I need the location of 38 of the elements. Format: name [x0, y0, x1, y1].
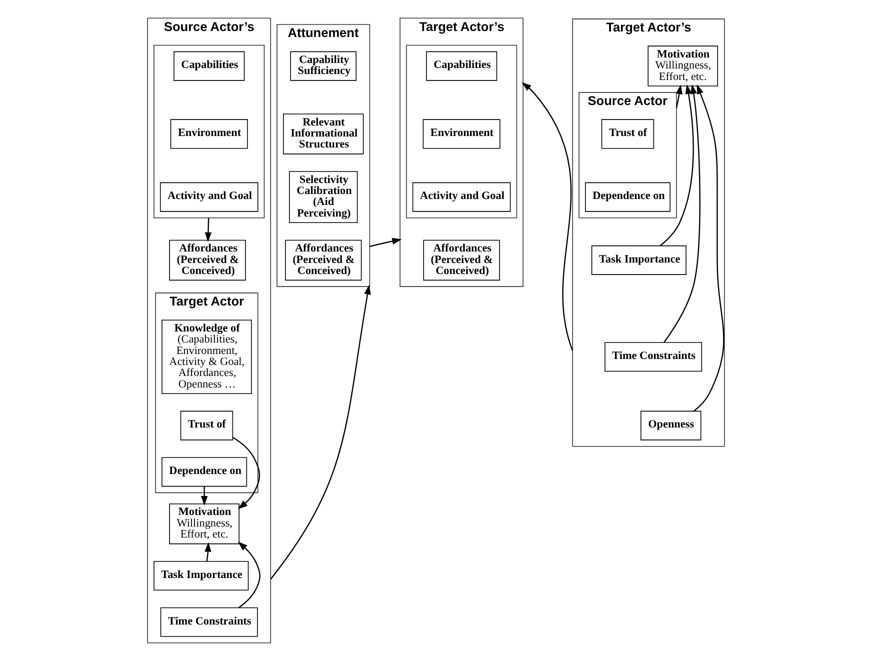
- node-box: Task Importance: [591, 245, 686, 275]
- arrow: [664, 84, 700, 343]
- node-box: Affordances (Perceived & Conceived): [423, 240, 500, 281]
- cluster: [406, 44, 518, 218]
- node-box: Motivation Willingness, Effort, etc.: [648, 46, 718, 86]
- arrow: [370, 238, 402, 248]
- node-box: Environment: [422, 119, 500, 149]
- arrow: [204, 218, 212, 242]
- arrow: [694, 84, 724, 412]
- node-box: Trust of: [601, 119, 654, 149]
- arrow: [200, 486, 208, 506]
- arrow: [676, 84, 683, 108]
- node-box: Affordances (Perceived & Conceived): [285, 240, 362, 281]
- node-box: Knowledge of (Capabilities, Environment, Activity & Goal, Affordances, Openness …: [162, 320, 252, 394]
- node-box: Trust of: [180, 410, 234, 440]
- node-box: Capabilities: [174, 51, 245, 81]
- arrow: [660, 84, 694, 246]
- node-box: Dependence on: [162, 457, 248, 487]
- node-box: Relevant Informational Structures: [283, 114, 364, 154]
- node-box: Activity and Goal: [160, 182, 258, 212]
- arrow: [232, 436, 260, 510]
- node-box: Capability Sufficiency: [290, 51, 356, 81]
- node-box: Environment: [170, 119, 248, 149]
- node-box: Activity and Goal: [412, 182, 511, 212]
- node-box: Time Constraints: [160, 607, 258, 637]
- node-box: Selectivity Calibration (Aid Perceiving): [289, 171, 358, 224]
- node-box: Dependence on: [585, 182, 670, 212]
- arrow: [238, 542, 260, 608]
- arrow: [204, 542, 212, 562]
- node-box: Capabilities: [426, 51, 498, 81]
- node-box: Time Constraints: [604, 342, 702, 372]
- node-box: Openness: [640, 410, 702, 440]
- arrow: [522, 82, 574, 351]
- node-box: Affordances (Perceived & Conceived): [169, 240, 246, 281]
- node-box: Motivation Willingness, Effort, etc.: [169, 503, 240, 544]
- arrow: [270, 284, 371, 580]
- cluster: [154, 44, 265, 218]
- node-box: Task Importance: [154, 561, 249, 591]
